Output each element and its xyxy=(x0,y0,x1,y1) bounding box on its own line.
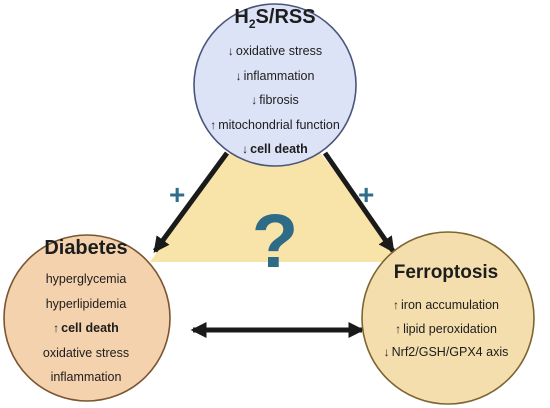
arrow-down-icon: ↓ xyxy=(383,345,390,359)
ferroptosis-feature-iron-accumulation: ↑iron accumulation xyxy=(393,298,499,312)
diabetes-feature-cell-death: ↑cell death xyxy=(53,321,119,335)
arrow-up-icon: ↑ xyxy=(393,298,400,312)
diabetes-title: Diabetes xyxy=(44,237,128,259)
h2s-effect-fibrosis: ↓fibrosis xyxy=(251,93,299,107)
arrow-down-icon: ↓ xyxy=(227,44,234,58)
ferroptosis-feature-nrf2-axis: ↓Nrf2/GSH/GPX4 axis xyxy=(383,345,509,359)
positive-effect-left-plus: + xyxy=(169,179,186,210)
h2s-node: H2S/RSS ↓oxidative stress ↓inflammation … xyxy=(190,6,360,162)
ferroptosis-circle xyxy=(361,231,535,405)
arrow-up-icon: ↑ xyxy=(210,117,217,132)
diabetes-circle xyxy=(3,234,171,402)
h2s-to-diabetes-arrow xyxy=(152,151,230,253)
h2s-title: H2S/RSS xyxy=(234,6,316,31)
arrow-up-icon: ↑ xyxy=(53,321,60,335)
arrow-down-icon: ↓ xyxy=(235,68,242,83)
ferroptosis-title: Ferroptosis xyxy=(393,262,499,283)
positive-effect-right-plus: + xyxy=(358,179,375,210)
arrow-up-icon: ↑ xyxy=(395,321,402,336)
h2s-effect-cell-death: ↓cell death xyxy=(242,142,308,156)
h2s-effect-oxidative-stress: ↓oxidative stress xyxy=(227,44,323,58)
arrow-down-icon: ↓ xyxy=(242,142,249,156)
ferroptosis-feature-lipid-peroxidation: ↑lipid peroxidation xyxy=(395,321,497,336)
diabetes-feature-hyperlipidemia: hyperlipidemia xyxy=(45,296,127,311)
diabetes-feature-inflammation: inflammation xyxy=(50,370,122,384)
h2s-circle xyxy=(193,3,357,167)
h2s-to-ferroptosis-arrow xyxy=(322,151,396,253)
diabetes-node: Diabetes hyperglycemia hyperlipidemia ↑c… xyxy=(12,237,160,390)
h2s-effect-inflammation: ↓inflammation xyxy=(235,68,315,83)
diabetes-feature-hyperglycemia: hyperglycemia xyxy=(45,272,127,286)
central-triangle xyxy=(150,150,405,262)
h2s-effect-mitochondrial-function: ↑mitochondrial function xyxy=(210,117,340,132)
ferroptosis-node: Ferroptosis ↑iron accumulation ↑lipid pe… xyxy=(362,262,530,365)
question-mark: ? xyxy=(251,199,299,284)
arrow-down-icon: ↓ xyxy=(251,93,258,107)
diabetes-feature-oxidative-stress: oxidative stress xyxy=(42,345,130,360)
